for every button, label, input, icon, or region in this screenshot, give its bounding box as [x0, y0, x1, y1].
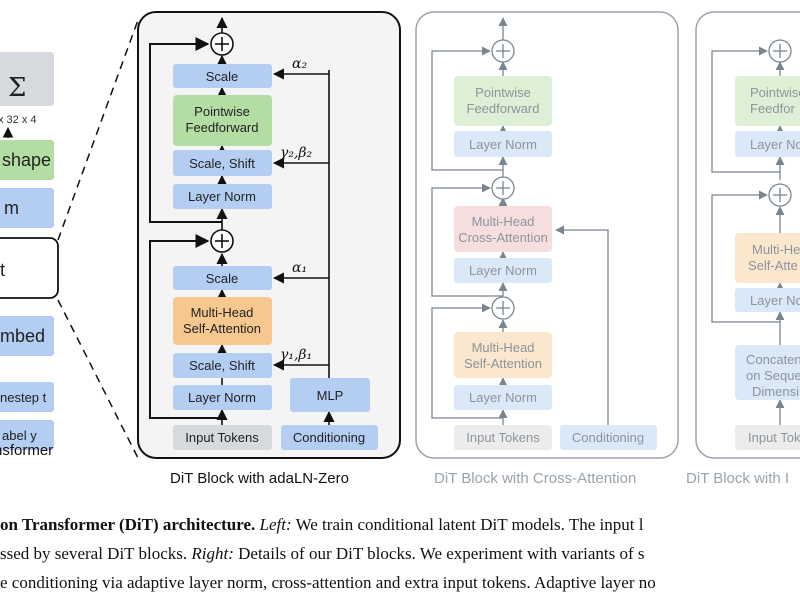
cross-feedforward-box	[454, 76, 552, 126]
mlp-box	[290, 378, 370, 412]
incontext-concat-label-3: Dimensi	[752, 384, 799, 399]
conditioning-label: Conditioning	[293, 430, 365, 445]
input-tokens-box	[173, 425, 272, 450]
sigma-box	[0, 52, 54, 106]
scale-shift-box-top	[173, 150, 272, 176]
cross-feedforward-label-2: Feedforward	[467, 101, 540, 116]
incontext-layer-norm-label-2: Layer Norm	[750, 293, 800, 308]
incontext-concat-label-1: Concaten	[746, 352, 800, 367]
layer-norm-box-top	[173, 184, 272, 209]
incontext-feedforward-box	[735, 76, 800, 126]
caption-right-label: Right:	[191, 544, 234, 563]
cross-block-title: DiT Block with Cross-Attention	[434, 470, 637, 487]
caption-bold: on Transformer (DiT) architecture.	[0, 515, 256, 534]
cross-layer-norm-box-3	[454, 385, 552, 410]
scale-box-bottom	[173, 266, 272, 290]
scale-label-top: Scale	[206, 69, 239, 84]
zoom-line-top	[57, 19, 139, 241]
input-tokens-label: Input Tokens	[185, 430, 259, 445]
cross-input-tokens-box	[454, 425, 552, 450]
feedforward-label-1: Pointwise	[194, 104, 250, 119]
alpha1-label: α₁	[292, 260, 307, 276]
incontext-feedforward-label-2: Feedfor	[750, 101, 795, 116]
scale-label-bottom: Scale	[206, 271, 239, 286]
left-panel: Σ x 32 x 4 shape m t mbed nestep t abel …	[0, 52, 59, 450]
figure-caption: on Transformer (DiT) architecture. Left:…	[0, 510, 800, 597]
sigma-symbol: Σ	[8, 73, 26, 103]
layer-norm-box-bottom	[173, 385, 272, 410]
incontext-self-attention-box	[735, 233, 800, 283]
cross-attention-label-2: Cross-Attention	[458, 230, 548, 245]
scale-shift-label-bottom: Scale, Shift	[189, 358, 255, 373]
caption-line-2: ssed by several DiT blocks. Right: Detai…	[0, 539, 800, 568]
caption-line-2-text-a: ssed by several DiT blocks.	[0, 544, 188, 563]
cross-layer-norm-box-1	[454, 131, 552, 157]
self-attention-label-2: Self-Attention	[183, 321, 261, 336]
cross-attention-box	[454, 206, 552, 252]
cross-input-tokens-label: Input Tokens	[466, 430, 540, 445]
caption-line-1-text: We train conditional latent DiT models. …	[295, 515, 644, 534]
cross-attention-block: Pointwise Feedforward Layer Norm Multi-H…	[415, 11, 679, 459]
gamma2-beta2-label: γ₂,β₂	[280, 145, 313, 161]
label-box	[0, 420, 54, 450]
cross-self-attention-box	[454, 332, 552, 378]
cross-attention-label-1: Multi-Head	[472, 214, 535, 229]
embed-box	[0, 316, 54, 356]
caption-line-2-text-b: Details of our DiT blocks. We experiment…	[238, 544, 645, 563]
alpha2-label: α₂	[292, 56, 307, 72]
incontext-input-tokens-box	[735, 425, 800, 450]
cross-layer-norm-label-2: Layer Norm	[469, 263, 537, 278]
dit-block-box	[0, 237, 59, 299]
in-context-block: Pointwise Feedfor Layer Norm Multi-He Se…	[695, 11, 800, 459]
cross-layer-norm-label-1: Layer Norm	[469, 137, 537, 152]
incontext-layer-norm-box-1	[735, 131, 800, 157]
mlp-label: MLP	[317, 388, 344, 403]
embed-label: mbed	[0, 326, 45, 346]
incontext-input-tokens-label: Input Toke	[748, 430, 800, 445]
scale-shift-label-top: Scale, Shift	[189, 156, 255, 171]
incontext-layer-norm-label-1: Layer Norm	[750, 137, 800, 152]
incontext-concat-box	[735, 345, 800, 400]
layer-norm-label-top: Layer Norm	[188, 189, 256, 204]
feedforward-box	[173, 95, 272, 146]
layer-norm-label-bottom: Layer Norm	[188, 390, 256, 405]
cross-feedforward-label-1: Pointwise	[475, 85, 531, 100]
adaln-zero-block: Scale Pointwise Feedforward Scale, Shift…	[137, 11, 401, 459]
timestep-box	[0, 382, 54, 412]
incontext-block-title: DiT Block with I	[686, 470, 790, 487]
adaln-block-title: DiT Block with adaLN-Zero	[170, 470, 349, 487]
zoom-line-bottom	[57, 299, 139, 459]
reshape-box	[0, 140, 54, 180]
caption-line-3: e conditioning via adaptive layer norm, …	[0, 573, 656, 592]
caption-line-1: on Transformer (DiT) architecture. Left:…	[0, 510, 800, 539]
cross-conditioning-label: Conditioning	[572, 430, 644, 445]
incontext-self-attention-label-2: Self-Atte	[748, 258, 798, 273]
timestep-label: nestep t	[0, 390, 47, 405]
incontext-self-attention-label-1: Multi-He	[752, 242, 800, 257]
gamma1-beta1-label: γ₁,β₁	[280, 347, 312, 363]
class-label-label: abel y	[2, 428, 37, 443]
dit-block-label: t	[0, 260, 5, 280]
self-attention-label-1: Multi-Head	[191, 305, 254, 320]
scale-box-top	[173, 64, 272, 88]
incontext-feedforward-label-1: Pointwise	[750, 85, 800, 100]
left-panel-title: nsformer	[0, 442, 54, 459]
reshape-label: shape	[2, 150, 51, 170]
self-attention-box	[173, 297, 272, 345]
cross-layer-norm-box-2	[454, 258, 552, 283]
feedforward-label-2: Feedforward	[186, 120, 259, 135]
cross-layer-norm-label-3: Layer Norm	[469, 390, 537, 405]
conditioning-box	[281, 425, 378, 450]
caption-left-label: Left:	[259, 515, 292, 534]
layer-norm-box	[0, 188, 54, 228]
layer-norm-label: m	[4, 198, 19, 218]
incontext-layer-norm-box-2	[735, 288, 800, 312]
cross-self-attention-label-2: Self-Attention	[464, 356, 542, 371]
incontext-concat-label-2: on Seque	[746, 368, 800, 383]
cross-conditioning-box	[560, 425, 657, 450]
cross-self-attention-label-1: Multi-Head	[472, 340, 535, 355]
scale-shift-box-bottom	[173, 353, 272, 378]
latent-dims-label: x 32 x 4	[0, 114, 37, 126]
